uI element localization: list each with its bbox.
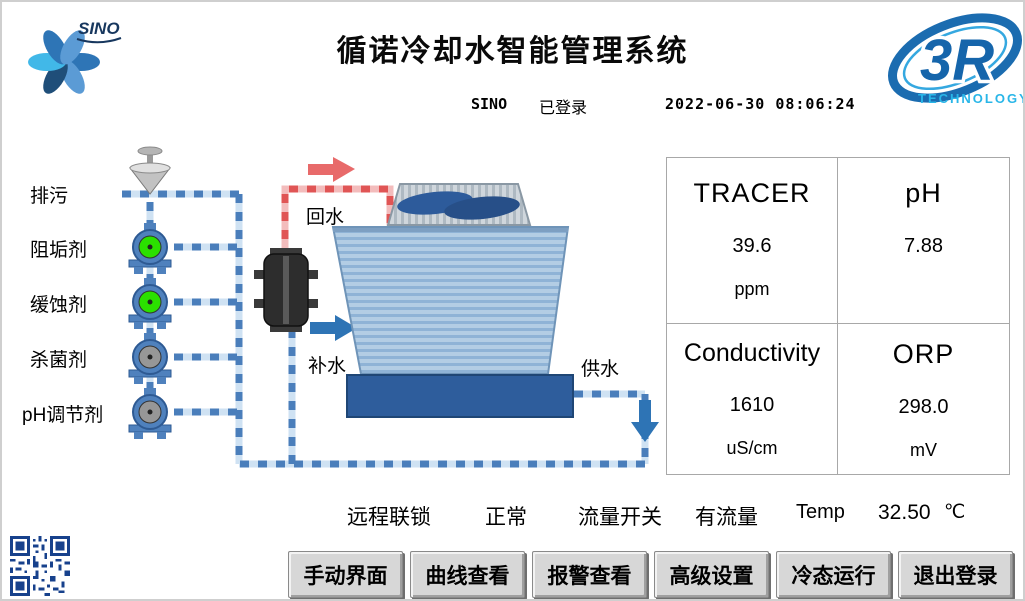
- pump-corrosion-inhibitor[interactable]: [128, 278, 172, 329]
- advanced-settings-button[interactable]: 高级设置: [654, 551, 769, 598]
- tower-basin: [346, 374, 574, 418]
- label-ph-adjuster: pH调节剂: [22, 405, 104, 426]
- pump-scale-inhibitor[interactable]: [128, 223, 172, 274]
- login-status: 已登录: [539, 100, 588, 117]
- metrics-panel: TRACER 39.6 ppm pH 7.88 Conductivity 161…: [666, 157, 1010, 475]
- alarm-view-button[interactable]: 报警查看: [532, 551, 647, 598]
- metric-tracer: TRACER 39.6 ppm: [667, 158, 838, 324]
- label-blowdown: 排污: [30, 186, 69, 207]
- temp-label: Temp: [796, 501, 845, 523]
- label-corrosion-inhibitor: 缓蚀剂: [30, 295, 88, 316]
- temp-unit: ℃: [944, 502, 966, 523]
- curve-view-button[interactable]: 曲线查看: [410, 551, 525, 598]
- metric-unit: uS/cm: [726, 438, 778, 458]
- page-title: 循诺冷却水智能管理系统: [336, 35, 689, 68]
- svg-text:3R: 3R: [920, 28, 994, 93]
- nav-button-row: 手动界面 曲线查看 报警查看 高级设置 冷态运行 退出登录: [288, 551, 1013, 598]
- supply-flow-arrow: [631, 400, 659, 442]
- logout-button[interactable]: 退出登录: [898, 551, 1013, 598]
- sino-logo: SINO: [28, 19, 122, 94]
- metric-unit: ppm: [734, 279, 770, 299]
- sino-logo-text: SINO: [78, 19, 120, 38]
- label-scale-inhibitor: 阻垢剂: [30, 240, 88, 261]
- makeup-flow-arrow: [310, 315, 357, 341]
- return-water-pipe: [281, 185, 394, 257]
- manual-screen-button[interactable]: 手动界面: [288, 551, 403, 598]
- return-flow-arrow: [308, 157, 355, 182]
- blowdown-valve[interactable]: [128, 146, 172, 195]
- 3r-logo-text: 3R: [920, 28, 994, 93]
- metric-value: 7.88: [904, 235, 943, 257]
- metric-unit: mV: [910, 440, 937, 460]
- return-water-label: 回水: [306, 207, 345, 228]
- process-diagram: [122, 146, 659, 468]
- metric-conductivity: Conductivity 1610 uS/cm: [667, 324, 838, 474]
- datetime: 2022-06-30 08:06:24: [665, 95, 856, 113]
- temp-value: 32.50: [878, 501, 931, 524]
- makeup-water-label: 补水: [308, 356, 347, 377]
- supply-water-label: 供水: [581, 359, 620, 380]
- remote-interlock-label: 远程联锁: [347, 506, 431, 529]
- metric-name: Conductivity: [683, 339, 821, 367]
- pump-biocide[interactable]: [128, 333, 172, 384]
- logged-in-username: SINO: [471, 95, 508, 113]
- 3r-logo-subtext: TECHNOLOGY: [918, 91, 1025, 106]
- remote-interlock-value: 正常: [485, 506, 527, 529]
- 3r-technology-logo: 3R 3R TECHNOLOGY: [887, 13, 1025, 106]
- cold-run-button[interactable]: 冷态运行: [776, 551, 891, 598]
- metric-ph: pH 7.88: [838, 158, 1009, 324]
- metric-name: TRACER: [693, 178, 811, 208]
- label-biocide: 杀菌剂: [30, 350, 88, 371]
- metric-value: 39.6: [732, 235, 772, 257]
- cooling-tower: [331, 183, 574, 418]
- metric-name: ORP: [892, 339, 955, 369]
- metric-orp: ORP 298.0 mV: [838, 324, 1009, 474]
- flow-switch-label: 流量开关: [578, 506, 662, 529]
- pump-ph-adjuster[interactable]: [128, 388, 172, 439]
- heat-exchanger: [254, 248, 318, 332]
- metric-value: 1610: [729, 394, 775, 416]
- flow-switch-value: 有流量: [695, 506, 758, 529]
- qr-code: [10, 536, 70, 596]
- metric-name: pH: [905, 178, 942, 208]
- metric-value: 298.0: [898, 396, 949, 418]
